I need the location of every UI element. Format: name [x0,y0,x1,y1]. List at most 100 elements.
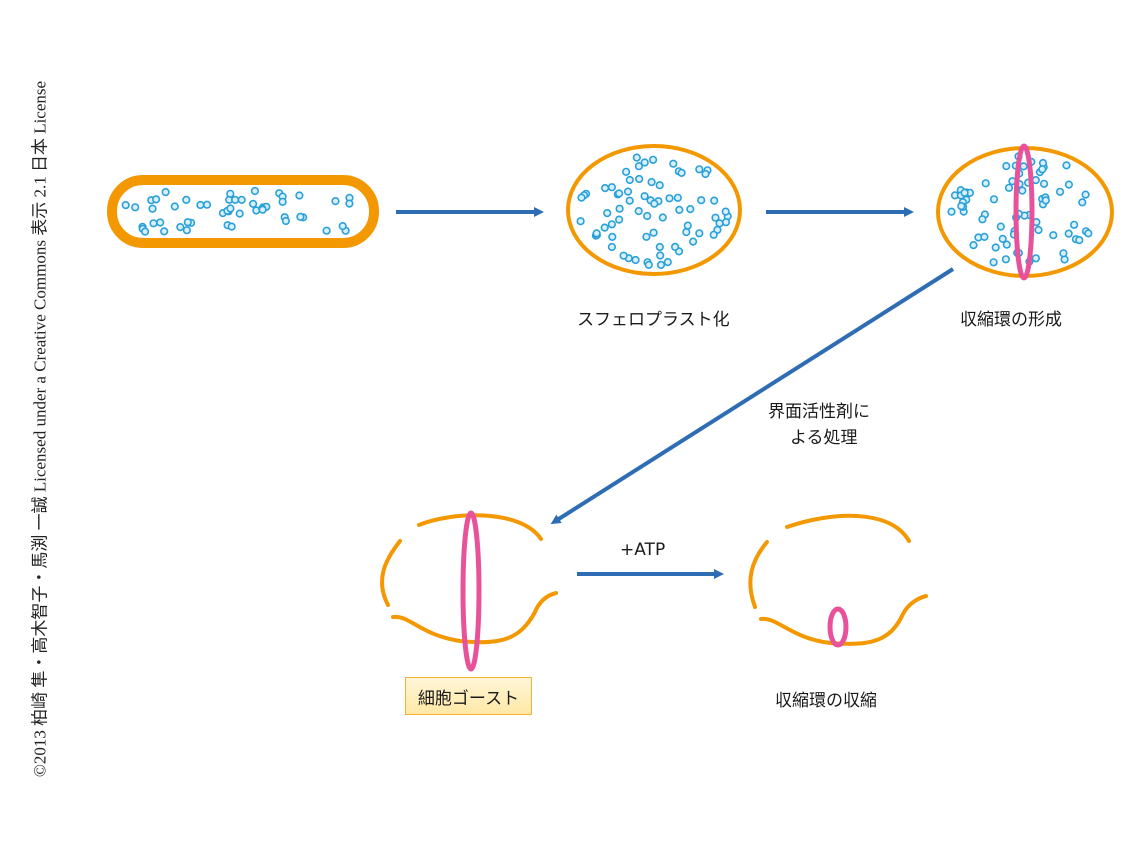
vesicle-dot [655,242,664,252]
vesicle-dot [996,222,1005,231]
vesicle-dot [619,251,628,260]
vesicle-dot [1034,225,1043,235]
vesicle-dot [998,234,1007,243]
vesicle-dot [711,213,720,222]
vesicle-dot [686,205,695,214]
vesicle-dot [969,241,978,250]
vesicle-dot [670,242,680,251]
vesicle-dot [649,228,658,237]
vesicle-dot [981,179,990,188]
vesicle-dot [625,196,634,205]
vesicle-dot [161,188,170,197]
vesicle-dot [656,251,665,260]
vesicle-dot [182,195,191,204]
vesicle-dot [1019,162,1028,171]
vesicle-dot [183,218,192,227]
vesicle-dot [655,181,664,190]
vesicle-dot [576,217,585,226]
vesicle-dot [176,223,185,232]
vesicle-dot [721,218,731,227]
membrane-fragment [380,539,402,607]
label-spheroplast: スフェロプラスト化 [577,310,730,330]
vesicle-dot [1081,190,1090,199]
vesicle-dot [237,195,246,204]
vesicle-dot [683,221,692,230]
vesicle-dot [1064,180,1073,189]
vesicle-dot [642,232,651,241]
vesicle-dot [673,193,682,202]
vesicle-dot [202,200,212,209]
vesicle-dot [989,195,999,204]
vesicle-dot [721,207,730,216]
vesicle-dot [947,207,956,216]
membrane-fragment [391,591,558,645]
vesicle-dot [614,189,624,198]
vesicle-dot [1059,249,1068,258]
vesicle-dot [338,222,347,231]
vesicle-dot [235,209,244,218]
vesicle-dot [644,260,653,270]
vesicle-dot [1041,196,1050,205]
vesicle-dot [148,204,157,213]
contracted-ring [827,606,849,648]
vesicle-dot [149,219,158,228]
label-ring-formation: 収縮環の形成 [960,310,1062,330]
contractile-ring [1013,143,1035,281]
vesicle-dot [643,211,652,221]
vesicle-dot [1049,231,1058,240]
vesicle-dot [1069,220,1079,229]
vesicle-dot [1002,162,1011,171]
vesicle-dot [226,204,235,213]
vesicle-dot [663,258,672,267]
vesicles [576,153,732,270]
vesicle-dot [577,193,586,202]
vesicle-dot [978,215,987,224]
vesicle-dot [656,260,666,270]
vesicle-dot [615,204,624,213]
vesicle-dot [250,186,259,196]
vesicle-dot [1075,236,1084,245]
vesicle-dot [675,205,684,214]
vesicle-dot [632,153,641,162]
vesicle-dot [249,199,258,208]
vesicle-dot [281,216,291,226]
ring-formation-cell [936,143,1114,281]
vesicle-dot [695,229,704,238]
vesicle-dot [607,242,617,252]
vesicle-dot [697,196,706,205]
vesicle-dot [1018,186,1027,195]
vesicle-dot [121,201,130,210]
vesicle-dot [182,226,191,235]
vesicle-dot [600,223,609,232]
rod-cell [107,175,379,248]
vesicle-dot [650,199,659,208]
vesicle-dot [635,174,644,184]
vesicle-dot [170,202,179,211]
vesicle-dot [1078,198,1087,207]
vesicle-dot [226,189,235,198]
label-detergent-line2: よる処理 [790,428,858,448]
vesicle-dot [640,192,649,201]
vesicle-dot [156,218,165,227]
membrane-fragment [785,513,911,543]
vesicle-dot [1031,254,1040,263]
vesicle-dot [625,175,634,185]
vesicle-dot [1001,255,1011,264]
vesicle-dot [640,158,649,167]
vesicle-dot [634,207,643,216]
vesicle-dot [278,197,287,206]
vesicle-dot [647,178,656,187]
arrow-detergent [550,267,955,525]
vesicle-dot [715,219,724,228]
vesicle-dot [614,215,624,224]
vesicle-dot [991,243,1000,252]
label-atp: +ATP [620,540,666,560]
vesicle-dot [1064,229,1073,238]
vesicle-dot [603,209,612,218]
vesicle-dot [345,199,354,208]
vesicle-dot [607,183,617,192]
vesicle-dot [648,155,658,164]
vesicle-dot [1002,240,1011,249]
vesicle-dot [960,188,969,197]
vesicle-dot [980,232,989,241]
